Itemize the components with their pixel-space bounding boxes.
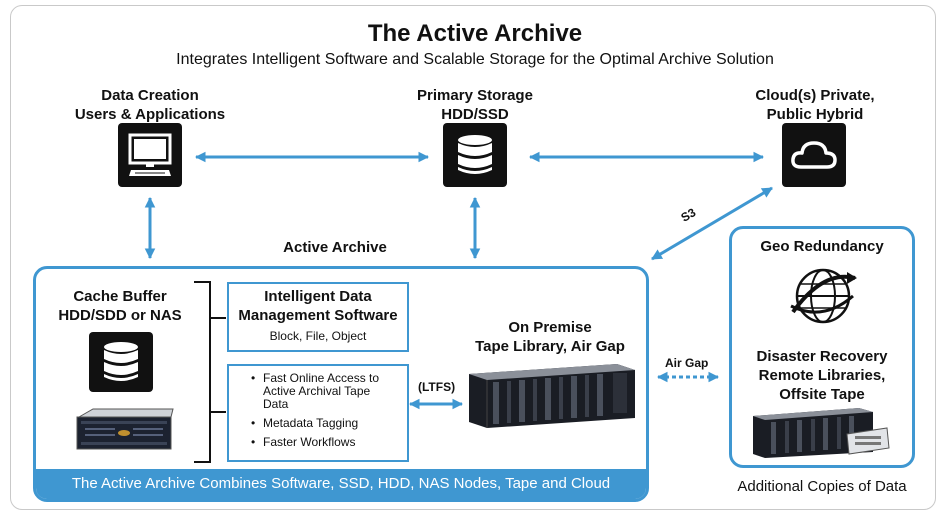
cloud-icon xyxy=(782,123,846,187)
features-list: Fast Online Access to Active Archival Ta… xyxy=(229,372,407,450)
dr-line2: Remote Libraries, xyxy=(758,367,886,384)
nas-server-icon xyxy=(75,407,175,458)
tape-library-line1: On Premise xyxy=(508,319,592,336)
software-line2: Management Software xyxy=(238,307,398,324)
tape-library-line2: Tape Library, Air Gap xyxy=(475,338,625,355)
tape-library-label: On Premise Tape Library, Air Gap xyxy=(455,318,645,356)
disaster-recovery-label: Disaster Recovery Remote Libraries, Offs… xyxy=(729,347,915,404)
geo-redundancy-box xyxy=(729,226,915,468)
dr-line1: Disaster Recovery xyxy=(756,348,888,365)
arrow-s3 xyxy=(651,186,773,261)
data-creation-line1: Data Creation xyxy=(101,87,199,104)
primary-storage-label: Primary Storage HDD/SSD xyxy=(375,86,575,124)
tape-library-icon xyxy=(467,360,637,435)
globe-icon xyxy=(787,260,859,337)
cache-buffer-line1: Cache Buffer xyxy=(73,288,167,305)
database-icon xyxy=(443,123,507,187)
software-line3: Block, File, Object xyxy=(269,329,367,343)
cloud-line1: Cloud(s) Private, xyxy=(755,87,875,104)
features-box: Fast Online Access to Active Archival Ta… xyxy=(227,364,409,462)
software-box: Intelligent Data Management Software Blo… xyxy=(227,282,409,352)
dr-line3: Offsite Tape xyxy=(779,386,865,403)
geo-title: Geo Redundancy xyxy=(760,238,884,255)
remote-library-icon xyxy=(751,404,891,465)
ltfs-label: (LTFS) xyxy=(418,380,456,394)
data-creation-label: Data Creation Users & Applications xyxy=(50,86,250,124)
primary-storage-line2: HDD/SSD xyxy=(441,106,509,123)
data-creation-line2: Users & Applications xyxy=(74,106,226,123)
active-archive-label: Active Archive xyxy=(283,239,387,256)
cache-buffer-label: Cache Buffer HDD/SDD or NAS xyxy=(45,287,195,325)
active-archive-footer: The Active Archive Combines Software, SS… xyxy=(36,469,646,499)
feature-item: Faster Workflows xyxy=(229,436,407,450)
active-archive-box: The Active Archive Combines Software, SS… xyxy=(33,266,649,502)
outer-frame xyxy=(10,5,936,510)
bracket-connector xyxy=(194,281,226,463)
cloud-line2: Public Hybrid xyxy=(766,106,864,123)
geo-caption: Additional Copies of Data xyxy=(737,478,907,495)
diagram-subtitle: Integrates Intelligent Software and Scal… xyxy=(176,51,774,68)
feature-item: Metadata Tagging xyxy=(229,417,407,431)
cloud-label: Cloud(s) Private, Public Hybrid xyxy=(710,86,920,124)
cache-database-icon xyxy=(89,332,153,392)
cache-buffer-line2: HDD/SDD or NAS xyxy=(58,307,182,324)
diagram-title: The Active Archive xyxy=(367,20,583,47)
computer-icon xyxy=(118,123,182,187)
air-gap-label: Air Gap xyxy=(665,356,709,370)
primary-storage-line1: Primary Storage xyxy=(417,87,533,104)
software-line1: Intelligent Data xyxy=(264,288,372,305)
feature-item: Fast Online Access to Active Archival Ta… xyxy=(229,372,407,411)
